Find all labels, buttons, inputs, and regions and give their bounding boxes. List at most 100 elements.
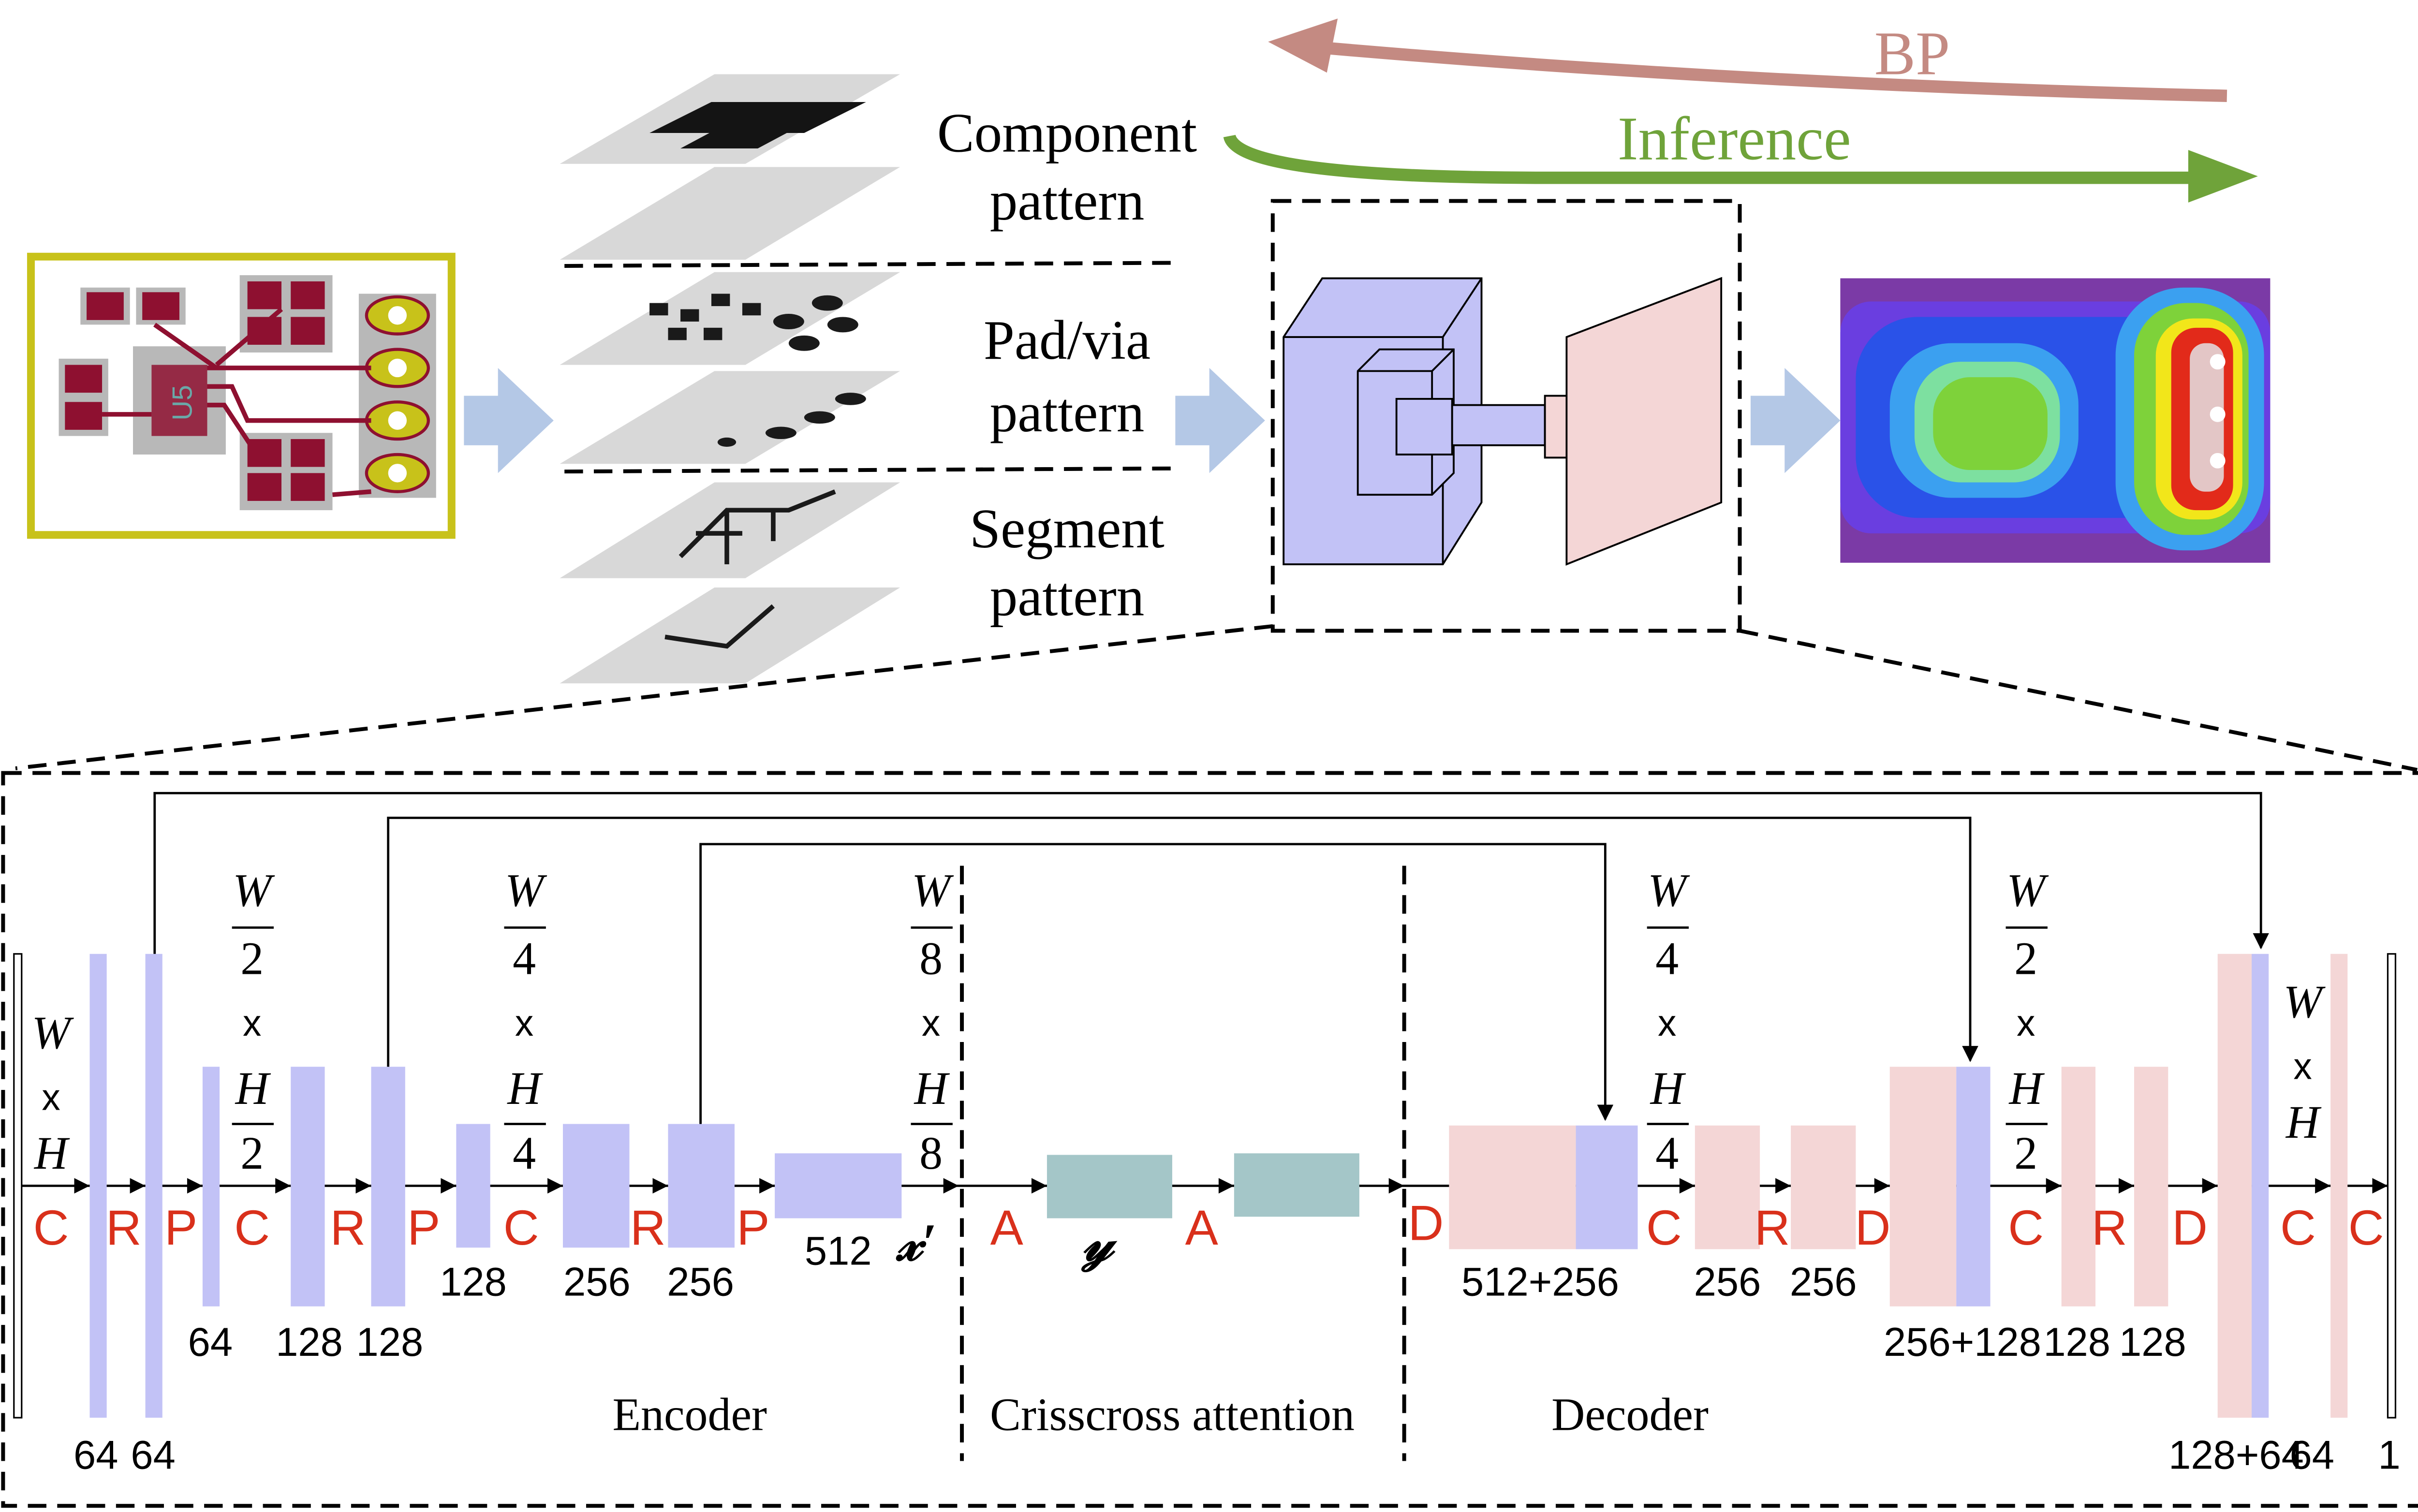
svg-text:x: x xyxy=(515,1003,533,1044)
dec-block-64 xyxy=(2330,954,2348,1418)
channel-label: 128 xyxy=(440,1259,507,1304)
channel-label: 128 xyxy=(2119,1320,2186,1365)
section-label-decoder: Decoder xyxy=(1551,1389,1709,1440)
op-label: R xyxy=(330,1200,366,1255)
svg-text:W: W xyxy=(2006,865,2049,916)
layer-label-segment-2: pattern xyxy=(990,566,1145,628)
layer-label-pad-2: pattern xyxy=(990,382,1145,443)
channel-label: 64 xyxy=(74,1432,118,1477)
svg-text:x: x xyxy=(42,1077,60,1118)
svg-text:H: H xyxy=(2285,1097,2322,1148)
channel-label: 64 xyxy=(188,1320,233,1365)
dim-eighth: W 8 x H 8 xyxy=(911,865,954,1179)
enc-block-64a xyxy=(89,954,107,1418)
bp-arrowhead xyxy=(1268,18,1338,73)
dec-block-256a xyxy=(1695,1125,1760,1249)
op-label: P xyxy=(737,1200,769,1255)
flow-arrow-1 xyxy=(464,367,554,473)
channel-label: 1 xyxy=(2378,1432,2401,1477)
dim-full-left: W x H xyxy=(32,1007,74,1179)
section-label-attention: Crisscross attention xyxy=(990,1389,1355,1440)
layer-label-pad-1: Pad/via xyxy=(984,309,1150,371)
channel-label: 256 xyxy=(1694,1259,1761,1304)
op-label: C xyxy=(1646,1200,1682,1255)
dec-block-128up xyxy=(2217,954,2252,1418)
svg-text:2: 2 xyxy=(240,1128,264,1179)
svg-text:x: x xyxy=(2017,1003,2035,1044)
op-label: R xyxy=(106,1200,142,1255)
channel-label: 64 xyxy=(2290,1432,2334,1477)
channel-label: 128 xyxy=(276,1320,343,1365)
attention-block-2 xyxy=(1234,1153,1359,1217)
inference-arrowhead xyxy=(2188,150,2258,203)
svg-text:H: H xyxy=(506,1063,543,1114)
svg-text:x: x xyxy=(922,1003,940,1044)
network-3d-model xyxy=(1270,199,1742,633)
dim-full-right: W x H xyxy=(2284,976,2326,1148)
enc-block-512 xyxy=(775,1153,902,1218)
svg-text:H: H xyxy=(1650,1063,1686,1114)
op-label: D xyxy=(2172,1200,2208,1255)
op-label: R xyxy=(1755,1200,1790,1255)
svg-text:H: H xyxy=(913,1063,950,1114)
channel-label: 256 xyxy=(667,1259,734,1304)
dec-block-256up xyxy=(1889,1067,1957,1306)
symbol-x-prime: 𝓍′ xyxy=(896,1213,937,1272)
flow-arrow-3 xyxy=(1750,367,1841,473)
svg-text:2: 2 xyxy=(2014,1128,2037,1179)
output-plane xyxy=(2387,953,2397,1419)
enc-block-128b xyxy=(371,1067,405,1306)
op-label: C xyxy=(2280,1200,2316,1255)
heatmap-output xyxy=(1840,278,2271,563)
dim-half-decoder: W 2 x H 2 xyxy=(2005,865,2049,1179)
enc-block-128a xyxy=(291,1067,325,1306)
op-label: D xyxy=(1855,1200,1891,1255)
svg-text:4: 4 xyxy=(1655,1128,1679,1179)
dec-block-128a xyxy=(2061,1067,2096,1306)
bp-arrow xyxy=(1306,40,2227,103)
op-label: C xyxy=(503,1200,539,1255)
dec-block-256b xyxy=(1791,1125,1856,1249)
op-label: A xyxy=(990,1200,1024,1255)
flow-arrow-2 xyxy=(1175,367,1265,473)
op-label: R xyxy=(2092,1200,2127,1255)
section-label-encoder: Encoder xyxy=(612,1389,767,1440)
svg-text:W: W xyxy=(1648,865,1690,916)
op-label: C xyxy=(2008,1200,2044,1255)
attention-block-1 xyxy=(1047,1155,1172,1218)
enc-block-256b xyxy=(668,1124,735,1248)
dec-block-skip-256 xyxy=(1576,1125,1638,1249)
svg-text:4: 4 xyxy=(513,1128,536,1179)
layer-label-component-1: Component xyxy=(937,102,1197,163)
svg-text:W: W xyxy=(505,865,547,916)
op-label: R xyxy=(630,1200,666,1255)
channel-label: 512+256 xyxy=(1461,1259,1619,1304)
dec-block-128b xyxy=(2134,1067,2168,1306)
flow-arrowheads xyxy=(74,1178,2388,1194)
dec-block-512 xyxy=(1449,1125,1576,1249)
op-label: C xyxy=(2348,1200,2384,1255)
svg-text:x: x xyxy=(1658,1003,1676,1044)
layer-label-component-2: pattern xyxy=(990,170,1145,232)
svg-text:4: 4 xyxy=(1655,933,1679,984)
bp-label: BP xyxy=(1874,19,1950,88)
channel-label: 512 xyxy=(805,1228,872,1273)
pcb-layout-image: U5 xyxy=(27,252,456,539)
detail-frame xyxy=(1,771,2418,1508)
chip-label: U5 xyxy=(167,385,198,421)
inference-label: Inference xyxy=(1618,104,1851,173)
dec-block-skip-128 xyxy=(1956,1067,1990,1306)
channel-label: 256+128 xyxy=(1884,1320,2041,1365)
svg-text:4: 4 xyxy=(513,933,536,984)
channel-label: 128 xyxy=(2043,1320,2110,1365)
channel-label: 128+64 xyxy=(2168,1432,2304,1477)
layer-label-segment-1: Segment xyxy=(970,498,1165,559)
dim-quarter-encoder: W 4 x H 4 xyxy=(504,865,547,1179)
svg-text:H: H xyxy=(2008,1063,2045,1114)
channel-label: 128 xyxy=(356,1320,423,1365)
channel-label: 64 xyxy=(131,1432,175,1477)
dim-quarter-decoder: W 4 x H 4 xyxy=(1647,865,1690,1179)
op-label: D xyxy=(1408,1195,1444,1250)
inference-arrow xyxy=(1223,134,2196,184)
